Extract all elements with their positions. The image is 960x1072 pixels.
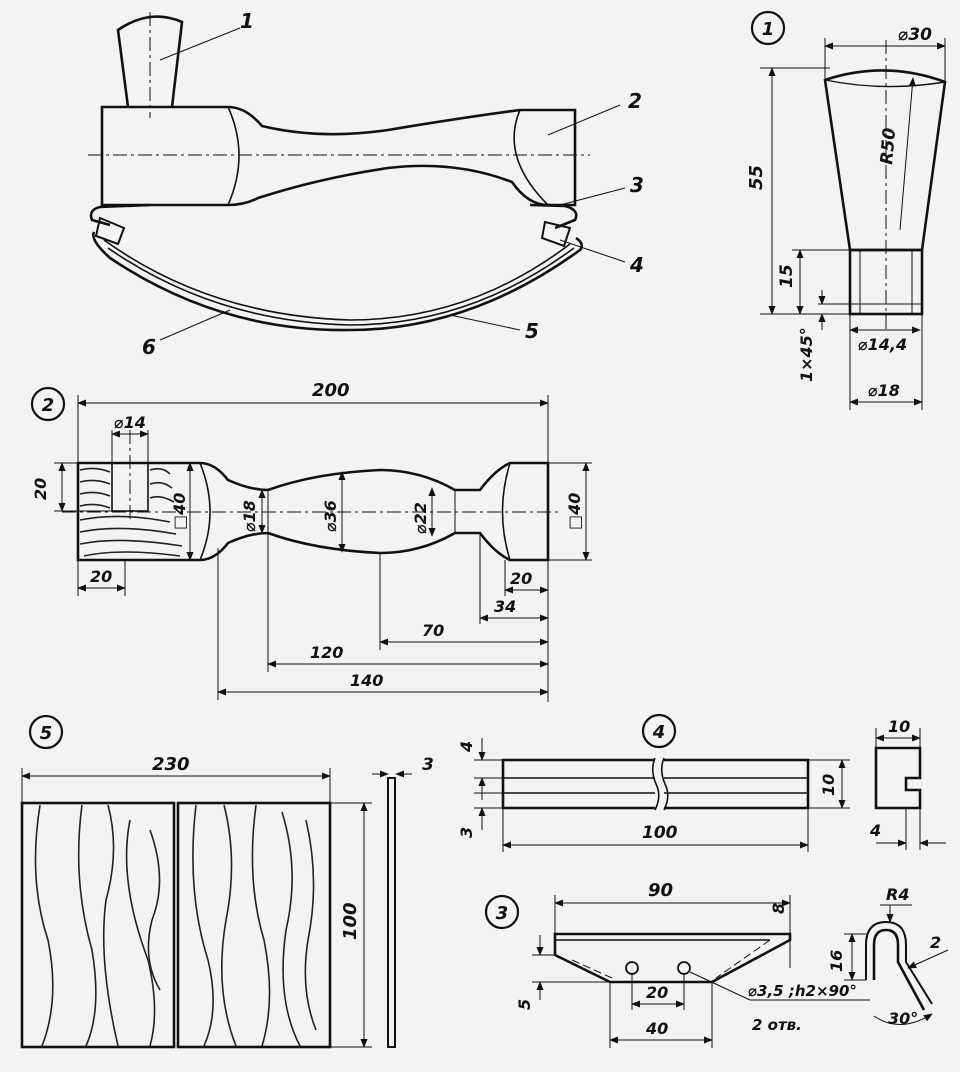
- dim-handle-length: 200: [312, 380, 350, 401]
- dim-holder-length: 100: [642, 823, 678, 843]
- dim-clamp-holes: ⌀3,5 ;h2×90°: [748, 982, 857, 1000]
- dim-knob-tenon-inner: ⌀14,4: [858, 335, 907, 354]
- detail-5-plate: 5 230 100 3: [20, 714, 434, 1049]
- dim-handle-d22: ⌀22: [411, 502, 430, 534]
- dim-handle-140: 140: [350, 671, 383, 690]
- dim-handle-right-end: 20: [510, 569, 532, 588]
- dim-handle-right-square: □40: [565, 493, 584, 530]
- detail-3-number: 3: [496, 903, 509, 924]
- dim-clamp-thickness: 2: [930, 933, 941, 952]
- assembly-clamp-right: [529, 203, 578, 230]
- dim-holder-top: 4: [457, 741, 476, 753]
- dim-holder-profile-thickness: 4: [869, 821, 881, 840]
- detail-4-number: 4: [652, 722, 666, 743]
- dim-handle-d18: ⌀18: [240, 500, 259, 532]
- dim-holder-bottom: 3: [457, 827, 476, 838]
- callout-4: 4: [629, 253, 644, 277]
- detail-2-number: 2: [42, 395, 55, 416]
- dim-clamp-base: 40: [645, 1019, 668, 1038]
- callout-2: 2: [628, 89, 642, 113]
- dim-clamp-radius: R4: [886, 885, 909, 904]
- dim-plate-width: 230: [152, 754, 190, 775]
- dim-handle-left-square: □40: [170, 493, 189, 530]
- detail-1-number: 1: [762, 19, 775, 40]
- callout-1: 1: [240, 9, 254, 33]
- assembly-handle: [100, 105, 577, 207]
- dim-plate-thickness: 3: [422, 755, 434, 775]
- dim-clamp-depth: 8: [769, 903, 788, 914]
- detail-1-knob: 1 ⌀30 R50 55 15 1×45° ⌀14,4: [746, 10, 947, 410]
- dim-handle-end-width: 20: [90, 567, 112, 586]
- dim-knob-top-diameter: ⌀30: [898, 25, 932, 45]
- dim-clamp-hole-spacing: 20: [646, 983, 668, 1002]
- detail-5-number: 5: [40, 723, 53, 744]
- dim-handle-d36: ⌀36: [321, 500, 340, 532]
- dim-clamp-length: 90: [648, 880, 673, 901]
- dim-handle-34: 34: [494, 597, 516, 616]
- dim-clamp-holes-count: 2 отв.: [752, 1016, 802, 1034]
- dim-clamp-angle: 30°: [888, 1009, 918, 1028]
- dim-plate-height: 100: [340, 902, 361, 940]
- callout-5: 5: [525, 319, 539, 343]
- dim-knob-tenon-outer: ⌀18: [868, 381, 900, 400]
- dim-holder-height: 10: [819, 774, 838, 796]
- dim-handle-hole-depth: 20: [31, 478, 50, 500]
- dim-knob-tenon-height: 15: [777, 264, 797, 288]
- callout-3: 3: [630, 173, 644, 197]
- detail-2-handle: 2 200 ⌀14 20 20 □40: [30, 380, 592, 702]
- dim-handle-120: 120: [310, 643, 343, 662]
- dim-knob-chamfer: 1×45°: [797, 327, 816, 382]
- dim-clamp-side: 5: [515, 999, 534, 1010]
- dim-clamp-flange: 16: [827, 950, 846, 972]
- callout-6: 6: [142, 335, 156, 359]
- assembly-view: 1 2 3 4 5 6: [88, 9, 644, 359]
- dim-handle-hole: ⌀14: [114, 413, 146, 432]
- dim-knob-height: 55: [746, 165, 767, 190]
- dim-holder-profile-width: 10: [888, 717, 910, 736]
- detail-4-holder: 4 4 3 10 100 10: [457, 713, 946, 852]
- assembly-blade: [92, 231, 584, 332]
- dim-handle-70: 70: [422, 621, 444, 640]
- assembly-clamp-left: [89, 203, 151, 227]
- detail-3-clamp: 3 90 8 5 20 40 ⌀3,5 ;h2×90° 2 от: [484, 880, 949, 1048]
- dim-knob-radius: R50: [877, 127, 900, 166]
